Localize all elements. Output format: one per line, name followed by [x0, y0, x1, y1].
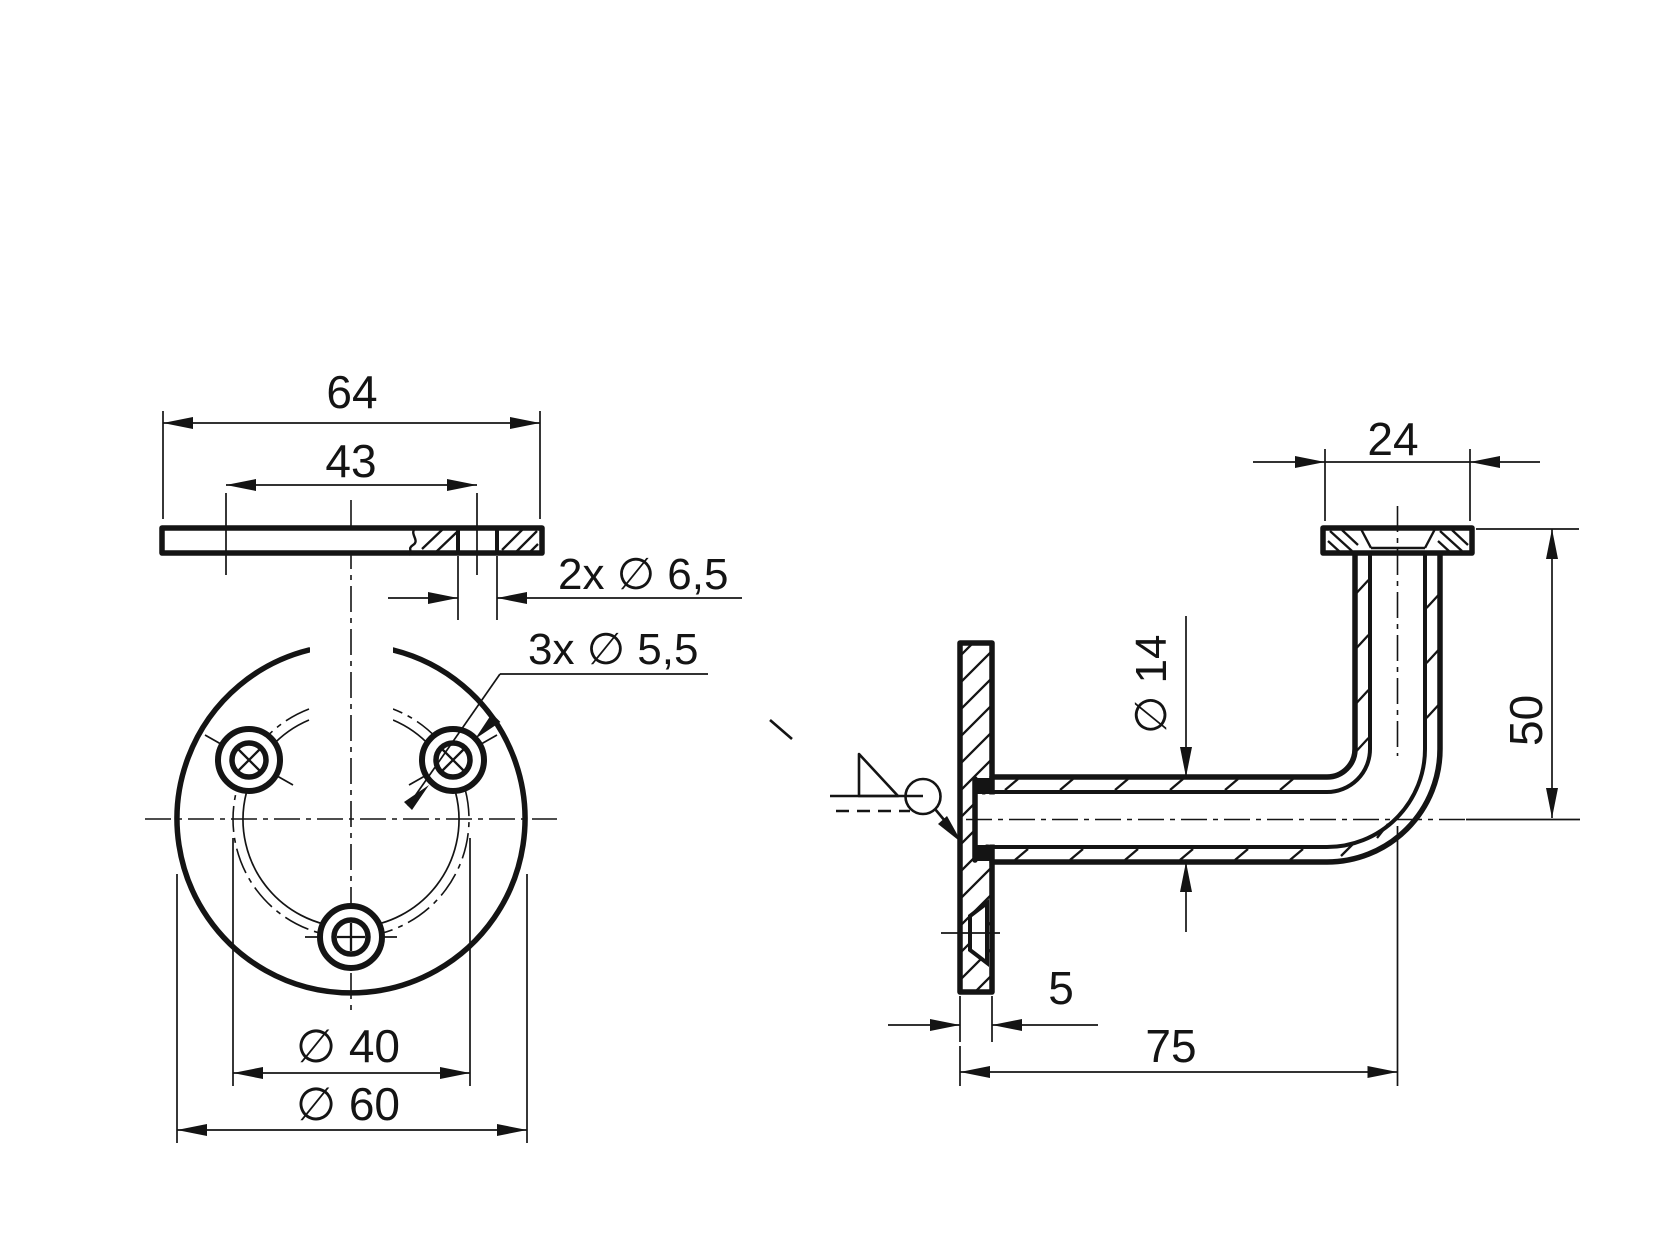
wall-plate — [941, 640, 1000, 995]
hatch — [501, 528, 524, 551]
hole-top-right — [408, 726, 498, 794]
tube — [973, 552, 1443, 865]
dim-bolt-circle: ∅ 40 — [232, 838, 471, 1086]
dim-base-diameter: ∅ 60 — [176, 874, 528, 1143]
front-view: 64 43 2x ∅ 6,5 3x ∅ 5,5 — [145, 366, 742, 1143]
dim-label-3xd55: 3x ∅ 5,5 — [528, 625, 698, 674]
dim-saddle-width: 24 — [1253, 413, 1540, 521]
dim-wall-thickness: 5 — [888, 962, 1098, 1042]
hatch — [515, 530, 538, 553]
weld-symbol — [769, 719, 962, 843]
weld-tail — [769, 719, 793, 740]
break-line — [407, 525, 418, 556]
dim-label-5: 5 — [1048, 962, 1074, 1014]
dim-label-24: 24 — [1367, 413, 1418, 465]
hole-top-left — [204, 726, 294, 794]
dim-label-d40: ∅ 40 — [296, 1020, 400, 1072]
hole-bottom — [305, 903, 397, 971]
tube-bore-bottom — [973, 553, 1427, 849]
dim-label-2xd65: 2x ∅ 6,5 — [558, 550, 728, 599]
top-plate-outline — [159, 525, 545, 556]
hole-cross — [441, 748, 465, 772]
dim-base-holes: 3x ∅ 5,5 — [404, 625, 708, 810]
weld-all-around-circle — [904, 777, 942, 816]
tube-hatch — [1004, 579, 1440, 861]
dim-label-43: 43 — [325, 435, 376, 487]
flare-edge — [1359, 528, 1373, 549]
dim-hole-spacing: 43 — [225, 435, 478, 575]
top-plate-front — [159, 525, 545, 556]
dim-tube-diameter: ∅ 14 — [1127, 616, 1192, 932]
flare-edge — [1423, 528, 1437, 549]
hatch — [529, 543, 539, 553]
dim-label-50: 50 — [1500, 695, 1552, 746]
dim-plate-width: 64 — [162, 366, 541, 519]
dim-label-d60: ∅ 60 — [296, 1078, 400, 1130]
tube-bore-top — [973, 553, 1372, 794]
tube-outer-bottom — [989, 552, 1443, 865]
dim-label-d14: ∅ 14 — [1127, 635, 1176, 735]
dim-label-64: 64 — [326, 366, 377, 418]
dim-label-75: 75 — [1145, 1020, 1196, 1072]
dim-height: 50 — [1476, 528, 1579, 818]
side-view: 24 ∅ 14 50 5 — [769, 413, 1580, 1086]
weld-leader-arrow — [938, 816, 962, 843]
dim-reach: 75 — [959, 1020, 1398, 1086]
hole-cross — [237, 748, 261, 772]
tube-outer-top — [989, 552, 1358, 780]
hatch — [435, 531, 458, 553]
fillet-weld-triangle — [857, 752, 900, 798]
hatch — [421, 528, 444, 550]
dim-top-plate-holes: 2x ∅ 6,5 — [388, 550, 742, 620]
